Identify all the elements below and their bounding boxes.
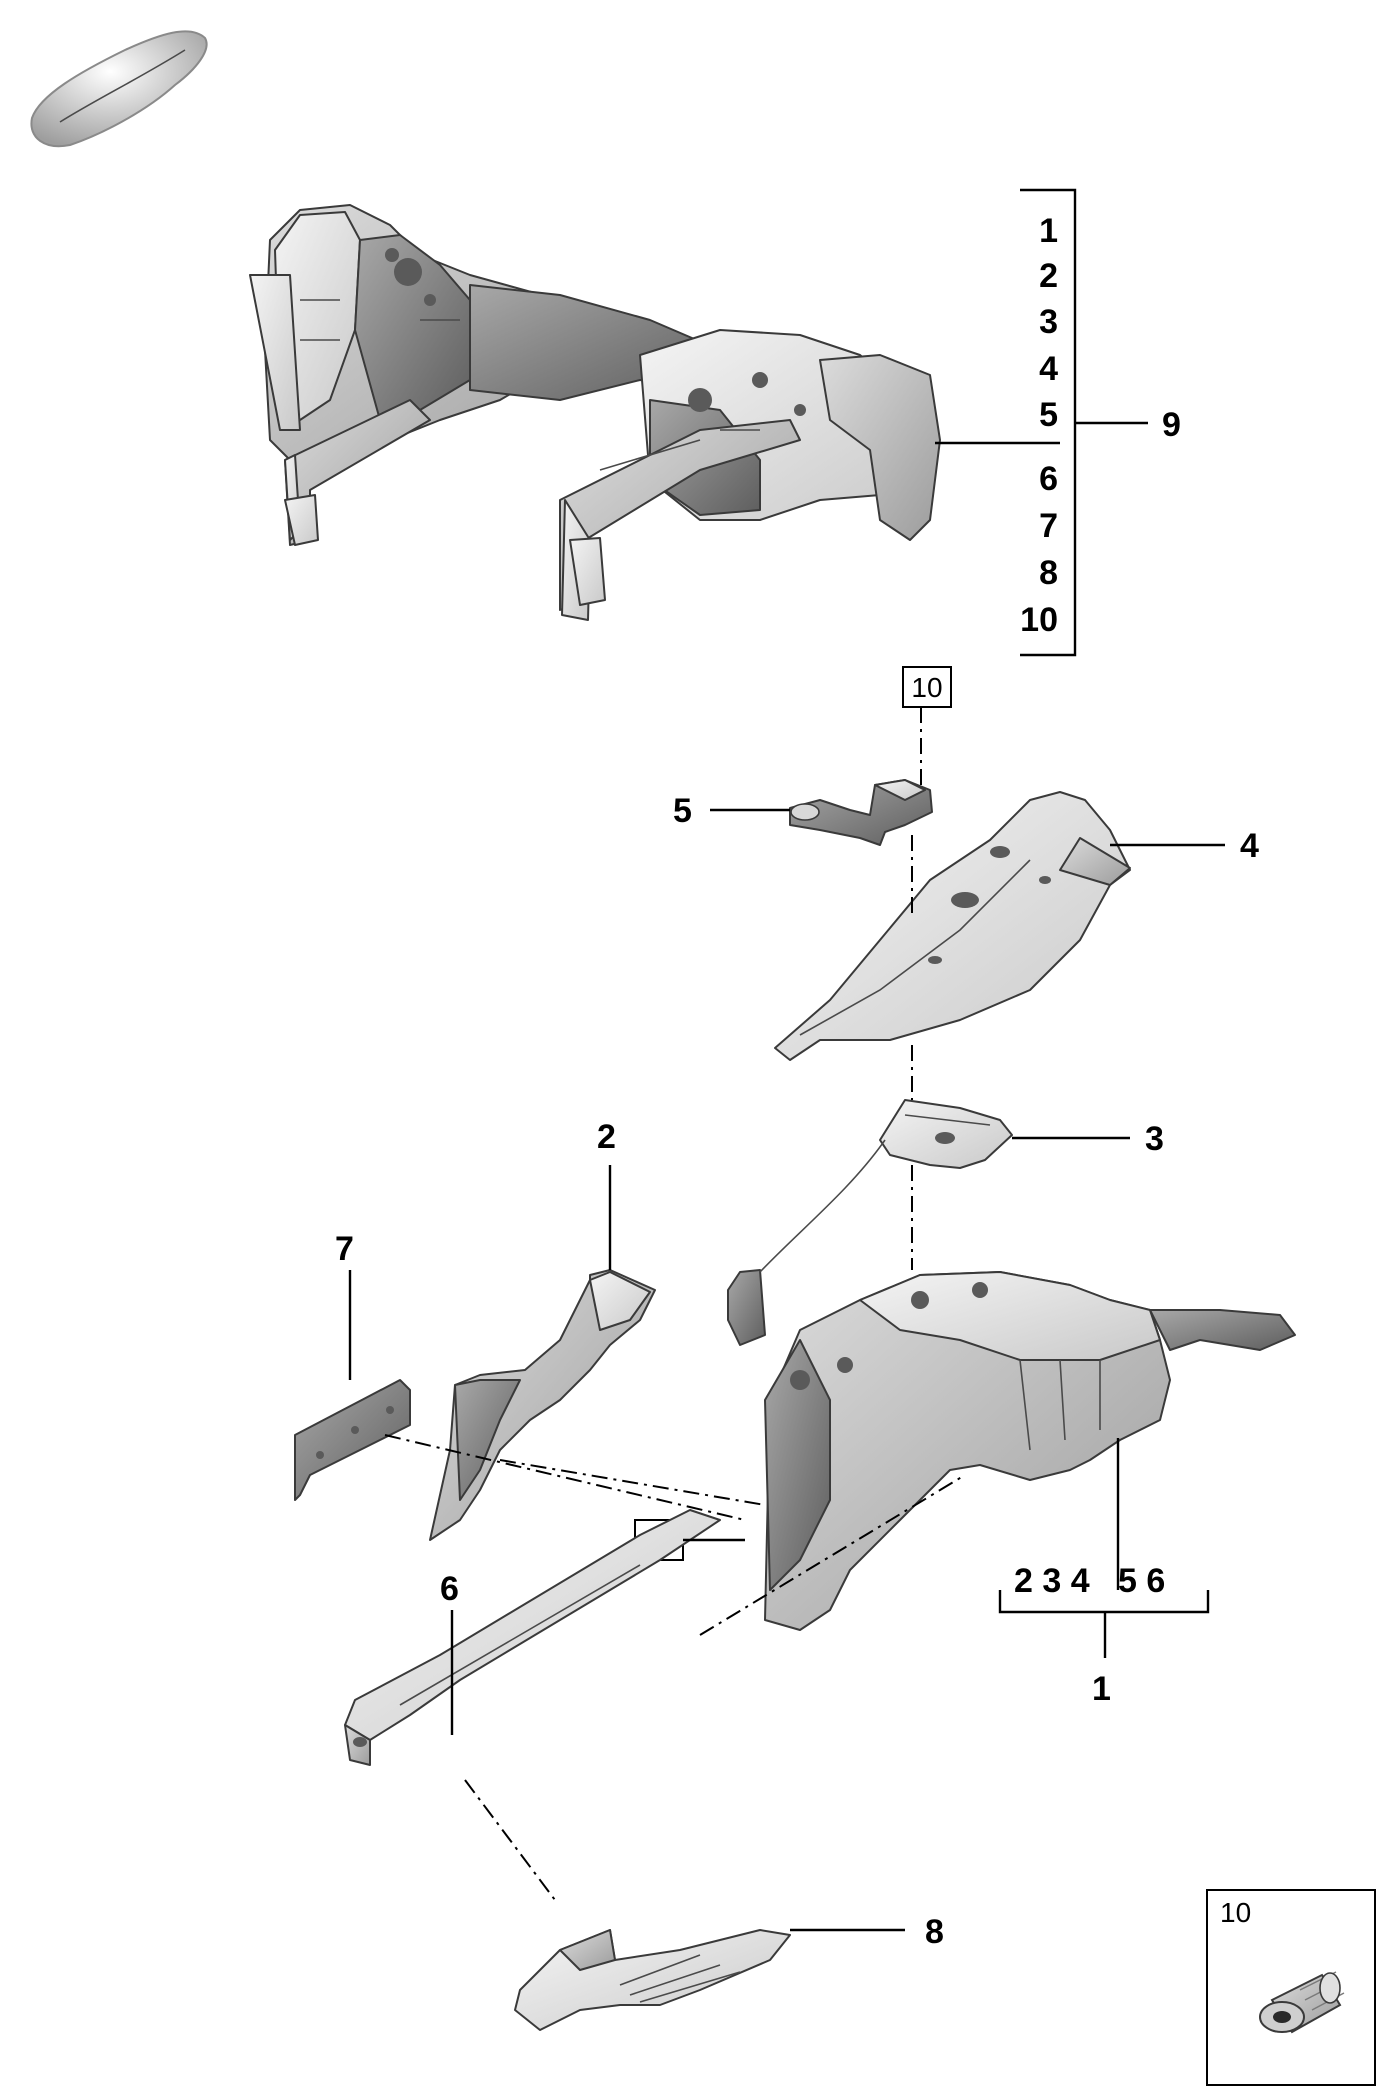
list-item-10: 10 <box>1020 601 1058 639</box>
part-2-pillar <box>429 1269 656 1541</box>
assembly-overview-drawing <box>249 204 941 621</box>
callout-group-1-items: 2 3 4 5 6 <box>1014 1562 1165 1600</box>
list-item-3: 3 <box>1039 303 1058 341</box>
fastener-callout-top: 10 <box>902 666 952 708</box>
callout-numbers: 5 4 3 2 7 2 3 4 5 6 1 6 8 <box>335 792 1259 1951</box>
part-1-main-assembly <box>764 1271 1296 1631</box>
part-6-rail <box>344 1509 721 1766</box>
leader-lines <box>348 808 1225 1932</box>
part-7-bracket-plate <box>294 1379 411 1501</box>
callout-4: 4 <box>1240 827 1259 865</box>
part-5-bracket <box>789 779 933 846</box>
list-item-5: 5 <box>1039 396 1058 434</box>
assembly-contents-list: 1 2 3 4 5 6 7 8 10 9 <box>935 188 1181 657</box>
part-8-floor-plate <box>514 1929 791 2031</box>
list-item-4: 4 <box>1039 350 1058 388</box>
callout-2: 2 <box>597 1118 616 1156</box>
callout-5: 5 <box>673 792 692 830</box>
callout-3: 3 <box>1145 1120 1164 1158</box>
list-item-7: 7 <box>1039 507 1058 545</box>
rivet-nut-icon <box>1259 1971 1345 2034</box>
list-item-1: 1 <box>1039 212 1058 250</box>
callout-1: 1 <box>1092 1670 1111 1708</box>
fastener-legend: 10 <box>1206 1889 1376 2086</box>
list-item-8: 8 <box>1039 554 1058 592</box>
legend-label: 10 <box>1220 1897 1251 1928</box>
car-thumbnail-icon <box>30 30 208 148</box>
callout-7: 7 <box>335 1230 354 1268</box>
list-item-6: 6 <box>1039 460 1058 498</box>
part-3-plate <box>727 1099 1013 1346</box>
assembly-axis-lines <box>384 707 966 1901</box>
part-4-rail <box>774 791 1131 1061</box>
callout-6: 6 <box>440 1570 459 1608</box>
list-item-2: 2 <box>1039 257 1058 295</box>
callout-8: 8 <box>925 1913 944 1951</box>
svg-text:10: 10 <box>911 672 942 703</box>
assembly-ref-9: 9 <box>1162 406 1181 444</box>
